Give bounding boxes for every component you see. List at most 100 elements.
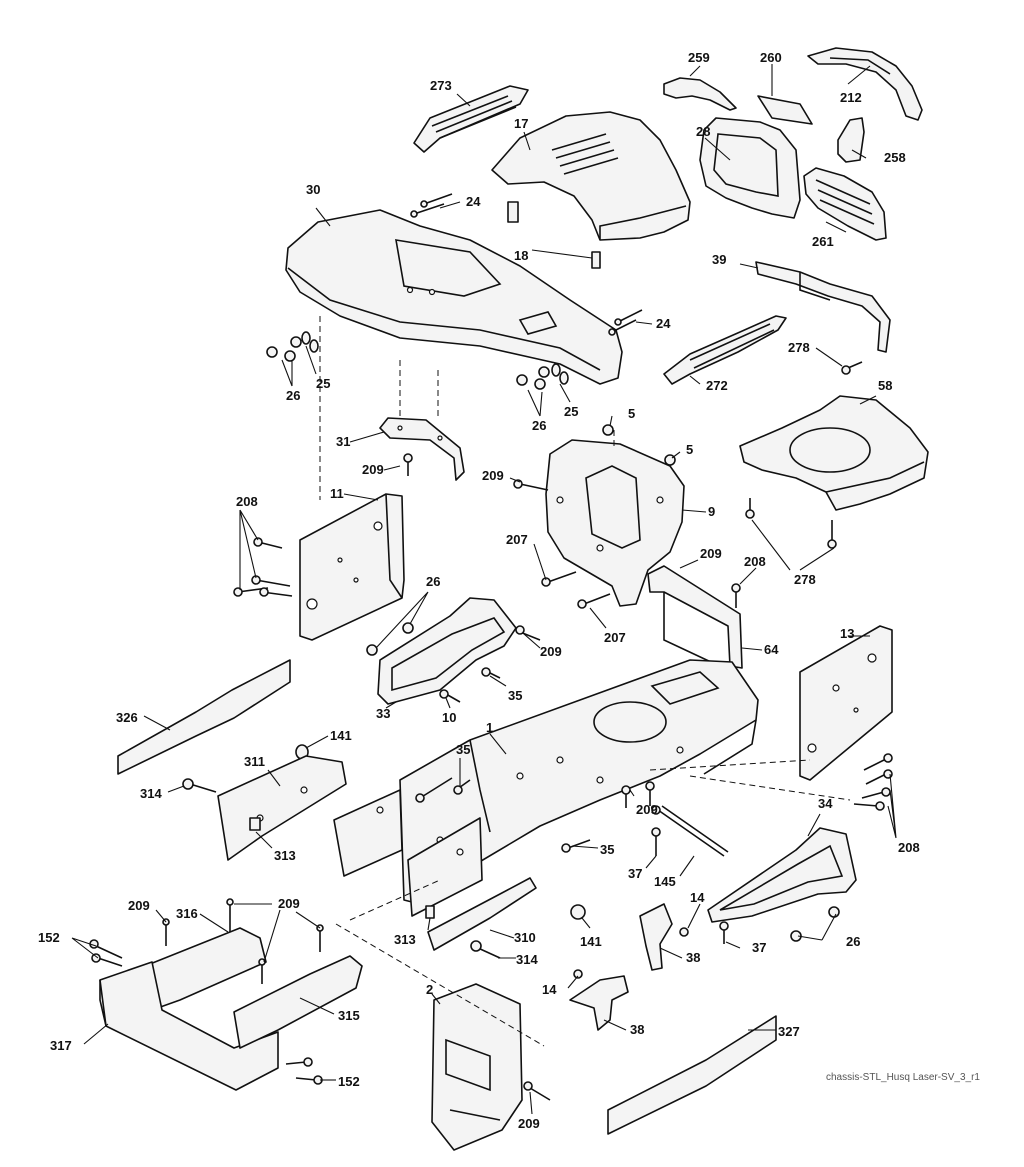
bolt-314-upper [182,778,217,793]
bolt-152-left [89,939,123,967]
callout-208-right: 208 [898,840,920,855]
grille-261 [803,167,887,241]
callout-26-left: 26 [286,388,300,403]
callout-28: 28 [696,124,710,139]
callout-58: 58 [878,378,892,393]
callout-26-right: 26 [532,418,546,433]
callout-13: 13 [840,626,854,641]
callout-11: 11 [330,486,344,501]
callout-315: 315 [338,1008,360,1023]
callout-18: 18 [514,248,528,263]
callout-labels: 273 259 260 212 17 28 258 30 24 261 18 3… [38,50,920,1131]
bumper-212 [807,47,923,121]
callout-145: 145 [654,874,676,889]
rod-145 [651,805,729,857]
side-plate-13 [799,625,893,781]
grille-piece-259 [663,77,737,111]
callout-259: 259 [688,50,710,65]
dash-panel-272 [663,315,787,385]
callout-24-upper: 24 [466,194,481,209]
grille-housing-28 [699,117,801,219]
bracket-31 [379,417,465,481]
callout-26-mid: 26 [426,574,440,589]
callout-327: 327 [778,1024,800,1039]
callout-64: 64 [764,642,779,657]
callout-141-lower: 141 [580,934,602,949]
callout-314-lower: 314 [516,952,538,967]
side-plate-11 [299,493,405,641]
callout-209-g: 209 [278,896,300,911]
callout-310: 310 [514,930,536,945]
callout-212: 212 [840,90,862,105]
diagram-caption: chassis-STL_Husq Laser-SV_3_r1 [826,1072,980,1083]
bracket-258 [837,117,865,163]
screw-278-lower [745,498,837,549]
callout-35-a: 35 [508,688,522,703]
bracket-38-lower [569,975,629,1031]
clip-313-upper [249,817,261,831]
fender-30 [285,209,623,385]
nut-26-mid [366,622,414,656]
bolt-35-lower [561,839,591,853]
bolt-208-mid [731,583,741,608]
assembly-lines [319,316,851,1047]
callout-35-c: 35 [600,842,614,857]
callout-38-upper: 38 [686,950,700,965]
nut-washer-set-left [266,331,319,362]
callout-208-mid: 208 [744,554,766,569]
callout-261: 261 [812,234,834,249]
callout-207-a: 207 [506,532,528,547]
bracket-64 [647,565,743,671]
bumper-stop-18 [507,201,601,269]
deflector-315 [233,955,363,1049]
callout-33: 33 [376,706,390,721]
callout-278-lower: 278 [794,572,816,587]
bolt-208-left [233,537,293,597]
callout-30: 30 [306,182,320,197]
collector-box-317 [99,961,279,1091]
footrest-33 [377,597,517,705]
bolt-209-a [403,453,413,476]
callout-25-left: 25 [316,376,330,391]
callout-273: 273 [430,78,452,93]
pin-37 [651,827,729,944]
callout-9: 9 [708,504,715,519]
front-bracket-2 [431,983,523,1151]
bolt-24-lower [608,309,643,336]
callout-2: 2 [426,982,433,997]
deflector-316 [149,927,267,1011]
side-panel-311 [217,755,347,861]
callout-14-lower: 14 [542,982,557,997]
callout-10: 10 [442,710,456,725]
bolt-set-33 [439,625,541,703]
callout-208-left: 208 [236,494,258,509]
callout-39: 39 [712,252,726,267]
decal-326 [117,659,291,775]
bolt-14-upper [679,927,689,937]
leader-lines [71,64,897,1115]
callout-317: 317 [50,1038,72,1053]
callout-5-a: 5 [628,406,635,421]
bolt-14-lower [573,969,583,979]
bolt-207-set [541,571,611,609]
callout-314-upper: 314 [140,786,162,801]
bolt-314-lower [470,940,501,959]
callout-209-f: 209 [128,898,150,913]
callout-38-lower: 38 [630,1022,644,1037]
callout-258: 258 [884,150,906,165]
callout-209-d: 209 [540,644,562,659]
callout-14-upper: 14 [690,890,705,905]
callout-260: 260 [760,50,782,65]
callout-5-b: 5 [686,442,693,457]
callout-313-upper: 313 [274,848,296,863]
clip-313-lower [425,905,435,919]
cover-58 [739,395,929,511]
callout-316: 316 [176,906,198,921]
callout-152-right: 152 [338,1074,360,1089]
callout-152-left: 152 [38,930,60,945]
panel-310 [427,877,537,951]
support-plate-9 [545,439,685,607]
screw-278-upper [841,361,863,375]
bolt-152-right [285,1057,323,1085]
